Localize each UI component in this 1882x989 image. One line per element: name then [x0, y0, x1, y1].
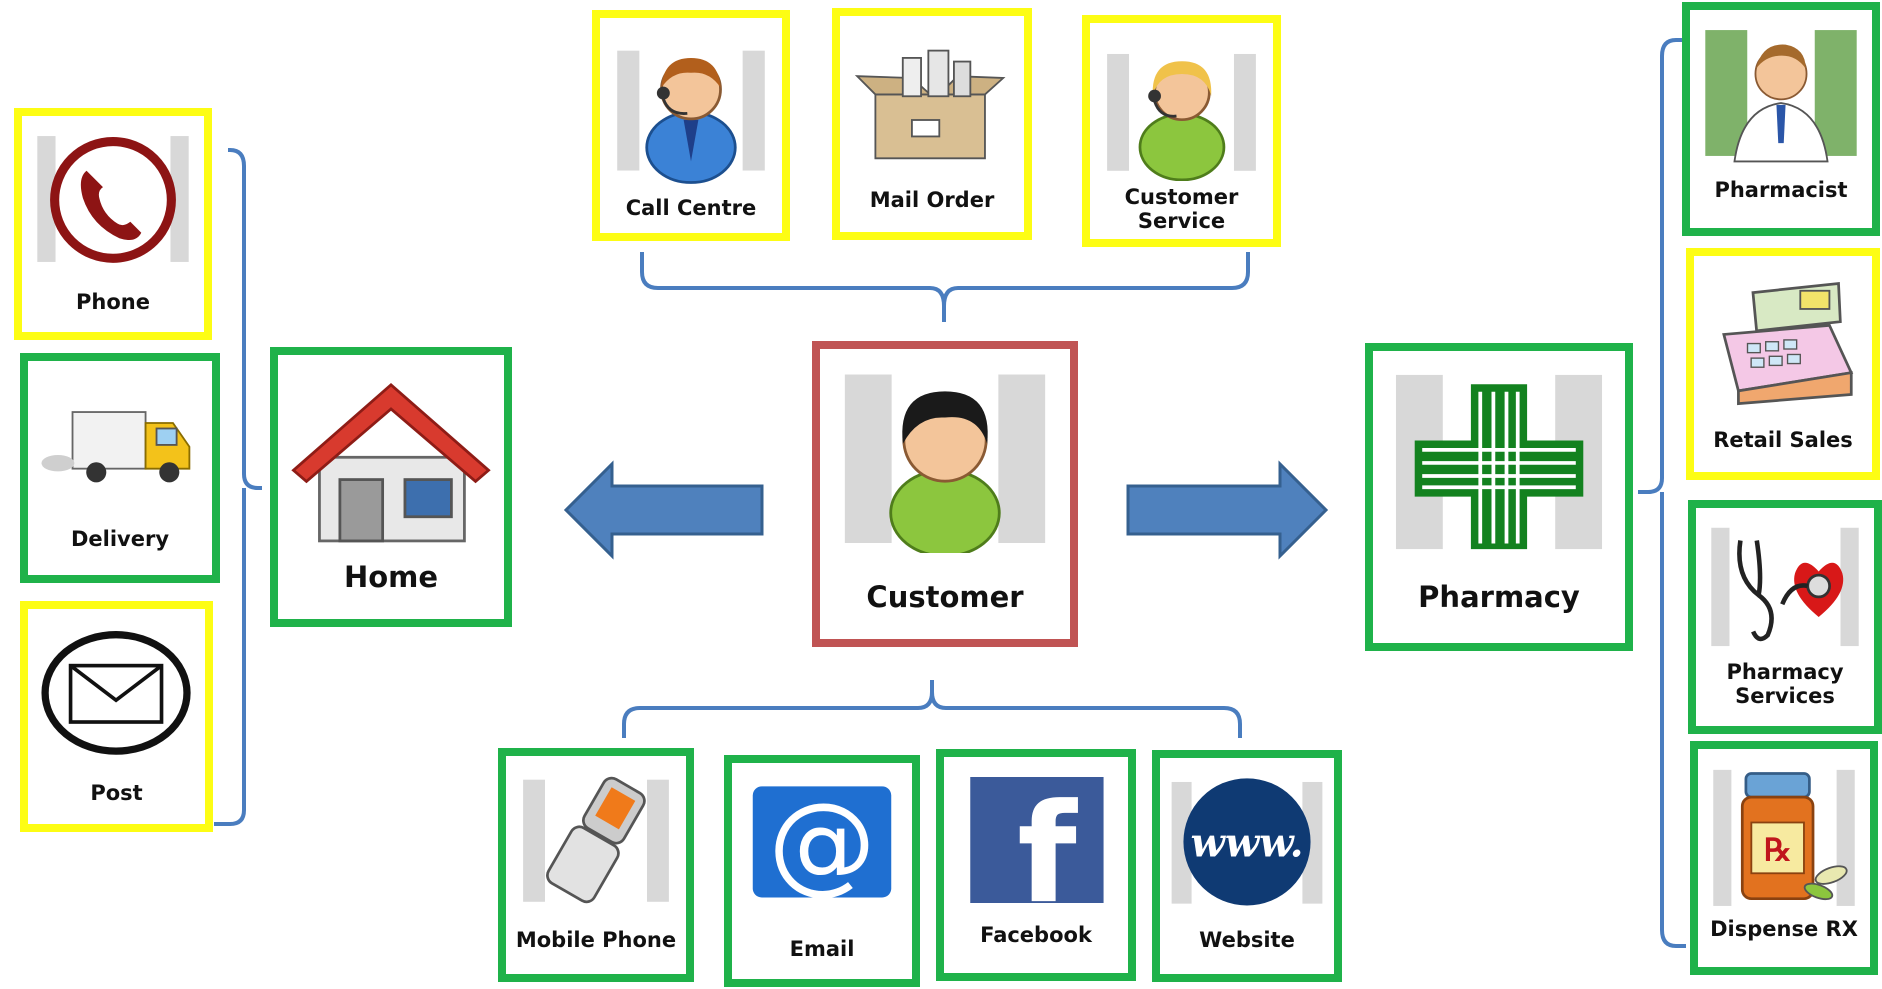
mobile-phone-icon: [514, 764, 678, 912]
channel-label: Website: [1199, 928, 1295, 952]
channel-label: Call Centre: [625, 196, 757, 220]
pharmacist-icon: [1698, 18, 1864, 168]
channel-card-customer-service[interactable]: Customer Service: [1082, 15, 1281, 247]
customer-card[interactable]: Customer: [812, 341, 1078, 647]
channel-card-call-centre[interactable]: Call Centre: [592, 10, 790, 241]
stethoscope-heart-icon: [1704, 516, 1866, 656]
arrow-to-home: [563, 460, 764, 560]
channel-card-mobile-phone[interactable]: Mobile Phone: [498, 748, 694, 982]
channel-card-pharmacist[interactable]: Pharmacist: [1682, 2, 1880, 236]
channel-label: Phone: [76, 290, 150, 314]
pharmacy-card[interactable]: Pharmacy: [1365, 343, 1633, 651]
prescription-bottle-icon: ℞: [1706, 757, 1862, 917]
cash-register-icon: [1702, 264, 1864, 414]
pharmacy-cross-icon: [1381, 359, 1617, 565]
channel-label: Retail Sales: [1713, 428, 1853, 452]
phone-handset-icon: [30, 124, 196, 274]
channel-label: Facebook: [980, 923, 1092, 947]
pharmacy-bracket: [1638, 38, 1686, 948]
channel-card-mail-order[interactable]: Mail Order: [832, 8, 1032, 240]
channel-card-post[interactable]: Post: [20, 601, 213, 832]
home-card[interactable]: Home: [270, 347, 512, 627]
customer-label: Customer: [866, 580, 1024, 614]
facebook-icon: f: [952, 765, 1120, 915]
svg-text:℞: ℞: [1764, 833, 1792, 869]
channel-label: Mobile Phone: [515, 928, 677, 952]
channel-card-retail-sales[interactable]: Retail Sales: [1686, 248, 1880, 480]
channel-card-pharmacy-services[interactable]: Pharmacy Services: [1688, 500, 1882, 734]
channel-label: Pharmacy Services: [1726, 660, 1844, 709]
website-www-icon: www.: [1168, 766, 1326, 916]
top-bracket: [640, 252, 1250, 322]
channel-label: Delivery: [70, 527, 170, 551]
house-icon: [286, 363, 496, 559]
home-label: Home: [343, 560, 439, 594]
home-bracket: [214, 148, 262, 826]
channel-label: Post: [90, 781, 143, 805]
bottom-bracket: [622, 680, 1242, 738]
customer-icon: [828, 357, 1062, 553]
channel-card-dispense-rx[interactable]: ℞ Dispense RX: [1690, 741, 1878, 975]
channel-card-facebook[interactable]: f Facebook: [936, 749, 1136, 981]
channel-label: Dispense RX: [1710, 917, 1858, 941]
channel-label: Email: [789, 937, 855, 961]
channel-label: Pharmacist: [1714, 178, 1848, 202]
channel-card-website[interactable]: www. Website: [1152, 750, 1342, 982]
svg-text:f: f: [1017, 775, 1078, 915]
envelope-icon: [36, 617, 197, 767]
channel-label: Customer Service: [1124, 185, 1239, 234]
delivery-truck-icon: [36, 369, 204, 519]
channel-card-email[interactable]: @ Email: [724, 755, 920, 987]
svg-text:www.: www.: [1190, 819, 1303, 866]
call-centre-agent-icon: [608, 26, 774, 186]
customer-service-agent-icon: [1098, 31, 1265, 181]
pharmacy-label: Pharmacy: [1418, 580, 1580, 614]
svg-text:@: @: [768, 780, 876, 905]
email-at-icon: @: [740, 771, 904, 911]
channel-card-phone[interactable]: Phone: [14, 108, 212, 340]
channel-card-delivery[interactable]: Delivery: [20, 353, 220, 583]
arrow-to-pharmacy: [1126, 460, 1329, 560]
parcel-box-icon: [848, 24, 1016, 174]
channel-label: Mail Order: [869, 188, 995, 212]
